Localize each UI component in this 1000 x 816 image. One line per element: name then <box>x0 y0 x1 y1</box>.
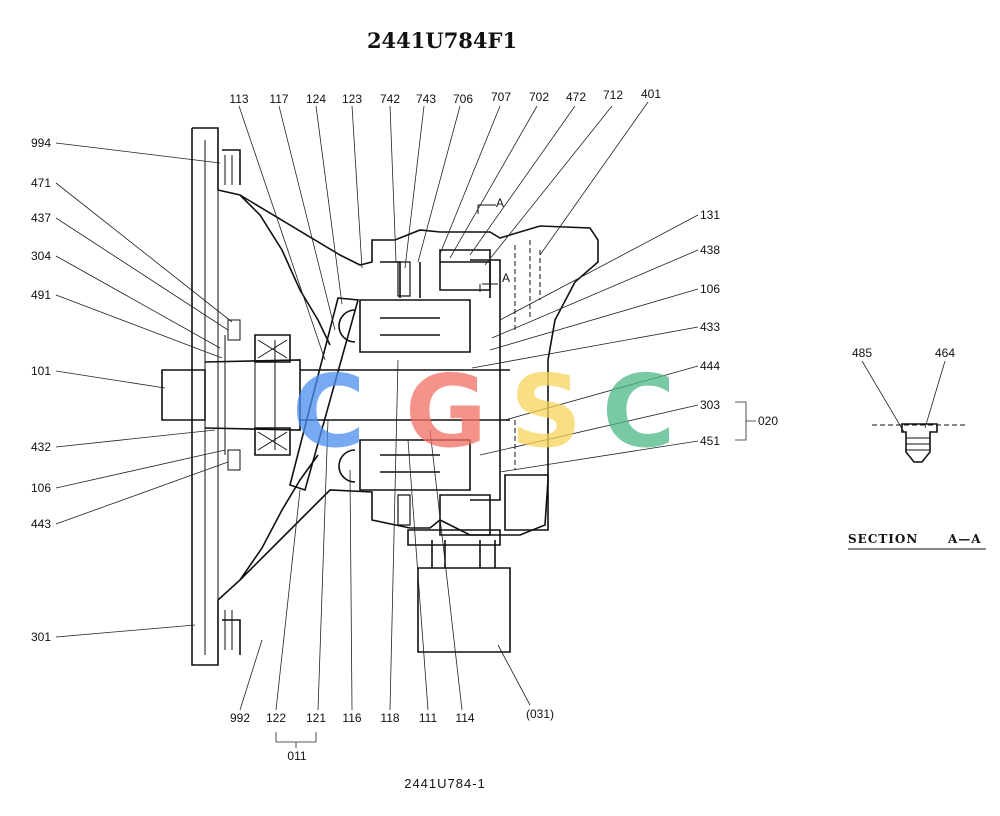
label-106-left: 106 <box>31 481 51 495</box>
label-472: 472 <box>566 90 586 104</box>
label-301: 301 <box>31 630 51 644</box>
label-992: 992 <box>230 711 250 725</box>
drawing-number: 2441U784-1 <box>404 776 486 791</box>
part-labels: 994 471 437 304 491 101 432 106 443 301 … <box>31 87 778 763</box>
section-a-a-detail: 485 464 SECTION A—A <box>848 346 986 550</box>
label-124: 124 <box>306 92 326 106</box>
label-020: 020 <box>758 414 778 428</box>
label-114: 114 <box>455 711 474 725</box>
label-303: 303 <box>700 398 720 412</box>
label-712: 712 <box>603 88 623 102</box>
label-743: 743 <box>416 92 436 106</box>
label-438: 438 <box>700 243 720 257</box>
label-994: 994 <box>31 136 51 150</box>
section-marker-a-bottom: A <box>502 271 510 285</box>
label-707: 707 <box>491 90 511 104</box>
watermark-letter-c2: C <box>602 353 675 470</box>
label-121: 121 <box>306 711 326 725</box>
label-432: 432 <box>31 440 51 454</box>
watermark-logo: C G S C <box>292 353 675 470</box>
label-491: 491 <box>31 288 51 302</box>
label-122: 122 <box>266 711 286 725</box>
label-116: 116 <box>342 711 361 725</box>
label-123: 123 <box>342 92 362 106</box>
watermark-letter-g: G <box>405 353 487 470</box>
label-443: 443 <box>31 517 51 531</box>
watermark-letter-c1: C <box>292 353 365 470</box>
section-caption: SECTION <box>848 532 918 546</box>
label-485: 485 <box>852 346 872 360</box>
label-118: 118 <box>380 711 399 725</box>
pump-section-drawing <box>161 127 599 666</box>
label-113: 113 <box>229 92 248 106</box>
label-101: 101 <box>31 364 51 378</box>
label-464: 464 <box>935 346 955 360</box>
label-702: 702 <box>529 90 549 104</box>
label-706: 706 <box>453 92 473 106</box>
label-117: 117 <box>269 92 288 106</box>
leader-lines <box>55 101 756 748</box>
label-444: 444 <box>700 359 720 373</box>
label-106-right: 106 <box>700 282 720 296</box>
label-433: 433 <box>700 320 720 334</box>
drawing-title: 2441U784F1 <box>367 28 517 53</box>
label-437: 437 <box>31 211 51 225</box>
label-742: 742 <box>380 92 400 106</box>
label-451: 451 <box>700 434 720 448</box>
section-caption-letters: A—A <box>947 532 982 546</box>
section-marker-a-top: A <box>496 196 504 210</box>
label-471: 471 <box>31 176 51 190</box>
label-031: (031) <box>526 707 554 721</box>
watermark-letter-s: S <box>510 353 582 470</box>
label-131: 131 <box>700 208 720 222</box>
label-111: 111 <box>419 711 438 725</box>
label-011: 011 <box>287 749 306 763</box>
label-401: 401 <box>641 87 661 101</box>
label-304: 304 <box>31 249 51 263</box>
